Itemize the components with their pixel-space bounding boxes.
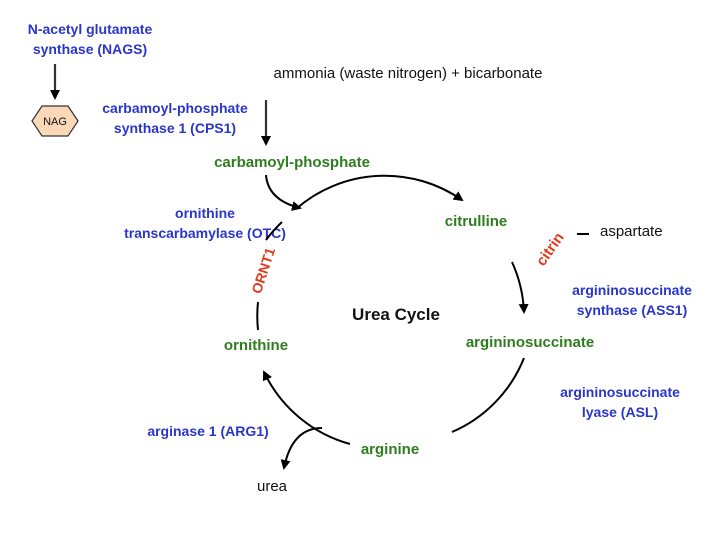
cycle-arc-left-upper <box>265 221 283 241</box>
nag-hexagon <box>31 105 79 137</box>
urea-label: urea <box>257 478 288 495</box>
nag-badge-label: NAG <box>43 116 67 128</box>
ornt1-label: ORNT1 <box>248 245 278 295</box>
arg1-label: arginase 1 (ARG1) <box>147 423 268 439</box>
ornithine-label: ornithine <box>224 337 288 354</box>
cycle-arc-right-upper <box>511 261 529 314</box>
cycle-arc-right-lower <box>451 357 525 433</box>
ammonia-bicarbonate-label: ammonia (waste nitrogen) + bicarbonate <box>274 65 543 82</box>
carbamoyl-phosphate-label: carbamoyl-phosphate <box>214 154 370 171</box>
cycle-arc-left <box>256 301 259 331</box>
urea-exit-arrow <box>280 427 323 470</box>
asl-label-line2: lyase (ASL) <box>582 404 658 420</box>
urea-cycle-title: Urea Cycle <box>352 305 440 324</box>
carbamoyl-entry-arrow <box>265 174 302 211</box>
cycle-arc-bottom-left <box>262 370 351 445</box>
citrulline-label: citrulline <box>445 213 508 230</box>
asl-label-line1: argininosuccinate <box>560 384 680 400</box>
arginine-label: arginine <box>361 441 419 458</box>
argininosuccinate-label: argininosuccinate <box>466 334 594 351</box>
ass1-label-line1: argininosuccinate <box>572 282 692 298</box>
otc-label-line1: ornithine <box>175 205 235 221</box>
otc-label-line2: transcarbamylase (OTC) <box>124 225 286 241</box>
cycle-arc-top <box>295 174 464 210</box>
nags-label-line1: N-acetyl glutamate <box>28 21 153 37</box>
cps1-label-line2: synthase 1 (CPS1) <box>114 120 236 136</box>
cps1-label-line1: carbamoyl-phosphate <box>102 100 248 116</box>
nags-label-line2: synthase (NAGS) <box>33 41 147 57</box>
aspartate-label: aspartate <box>600 223 663 240</box>
citrin-label: citrin <box>533 230 568 270</box>
ass1-label-line2: synthase (ASS1) <box>577 302 687 318</box>
